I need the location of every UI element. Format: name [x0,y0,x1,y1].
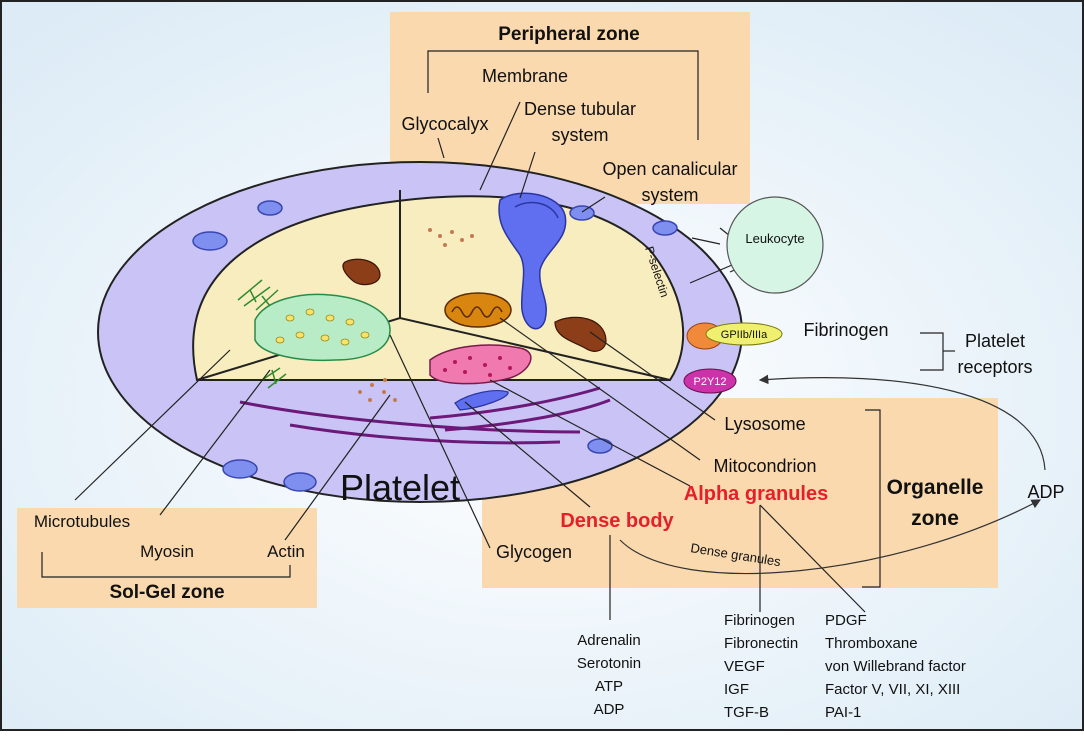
dense-granules-arrow [619,499,1042,575]
green-granule-dots [275,308,370,346]
alpha-content-item: PDGF [825,612,867,629]
myosin-filament [289,423,561,445]
gpiib-iiia-receptor [705,322,783,346]
label-platelet-receptors-2: receptors [957,357,1032,377]
label-mitocondrion: Mitocondrion [713,456,816,476]
alpha-content-item: Thromboxane [825,635,918,652]
granule-green [254,293,391,362]
alpha-contents-left-list: Fibrinogen Fibronectin VEGF IGF TGF-B [724,612,798,721]
sol-gel-zone-title: Sol-Gel zone [109,582,224,603]
label-fibrinogen: Fibrinogen [803,320,888,340]
label-ocs-2: system [641,185,698,205]
label-microtubules: Microtubules [34,512,130,531]
label-platelet-receptors-1: Platelet [965,331,1025,351]
label-lysosome: Lysosome [724,414,805,434]
label-dense-tubular-2: system [551,125,608,145]
label-alpha-granules: Alpha granules [684,483,828,505]
label-dense-body: Dense body [560,510,674,532]
alpha-granule-dots [443,356,512,377]
alpha-content-item: VEGF [724,658,765,675]
alpha-content-item: Fibronectin [724,635,798,652]
ocs-edge [514,201,559,219]
platelet-label: Platelet [340,467,460,508]
membrane-vesicles [192,200,678,492]
label-myosin: Myosin [140,542,194,561]
glycogen-dots [358,228,474,402]
microtubule-strands [237,279,287,389]
adp-to-p2y12-arrow [758,374,1046,471]
alpha-content-item: Fibrinogen [724,612,795,629]
myosin-filament [429,386,601,420]
alpha-content-item: von Willebrand factor [825,658,966,675]
dense-body-content-item: ATP [595,678,623,695]
mitochondrion [444,292,512,328]
label-actin: Actin [267,542,305,561]
label-glycogen: Glycogen [496,542,572,562]
label-glycocalyx: Glycocalyx [401,114,488,134]
alpha-content-item: TGF-B [724,704,769,721]
dense-body-contents-list: Adrenalin Serotonin ATP ADP [577,632,641,718]
organelle-zone-title-1: Organelle [887,476,984,499]
alpha-content-item: PAI-1 [825,704,861,721]
sol-gel-zone-box [17,508,317,608]
dense-tubular-system [498,192,567,330]
dense-body-content-item: Serotonin [577,655,641,672]
myosin-filament [239,400,581,434]
p2y12-receptor [683,368,737,394]
label-membrane: Membrane [482,66,568,86]
dense-body-content-item: Adrenalin [577,632,640,649]
label-ocs-1: Open canalicular [602,159,737,179]
leader-lines [41,50,955,620]
label-adp: ADP [1027,482,1064,502]
alpha-granule [429,344,532,385]
alpha-contents-right-list: PDGF Thromboxane von Willebrand factor F… [825,612,966,721]
organelle-zone-title-2: zone [911,507,959,530]
myosin-filament [444,398,611,432]
alpha-content-item: IGF [724,681,749,698]
leukocyte-cell [726,196,824,294]
label-dense-tubular-1: Dense tubular [524,99,636,119]
mitochondrion-cristae [451,306,503,318]
dense-body-content-item: ADP [594,701,625,718]
lysosome-shape [554,316,607,352]
alpha-content-item: Factor V, VII, XI, XIII [825,681,960,698]
label-p2y12: P2Y12 [693,376,726,388]
lysosome-shape [342,258,381,286]
peripheral-zone-title: Peripheral zone [498,24,640,45]
label-leukocyte: Leukocyte [745,231,804,246]
label-gp: GPIIb/IIIa [721,329,768,341]
